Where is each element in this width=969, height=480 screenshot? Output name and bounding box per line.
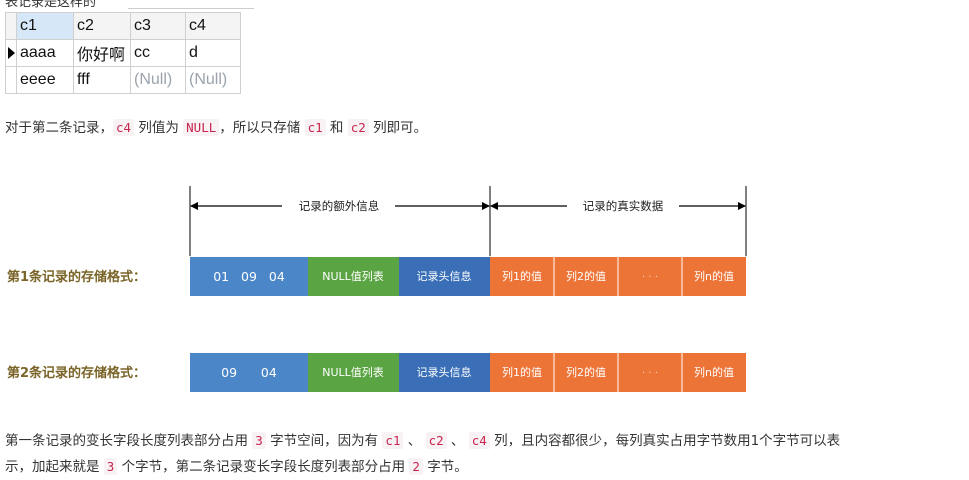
table-cell[interactable]: 你好啊 [73, 39, 131, 67]
cutoff-text: 表记录是这样的 [5, 0, 97, 10]
inline-code: 3 [252, 432, 266, 449]
col-header-c1[interactable]: c1 [16, 12, 74, 40]
text: 列，且内容都很少，每列真实占用字节数用1个字节可以表 [489, 433, 841, 449]
table-cell[interactable]: cc [130, 39, 186, 67]
text: 字节空间，因为有 [265, 433, 383, 449]
real-data-label: 记录的真实数据 [583, 199, 664, 213]
row2-label: 第2条记录的存储格式： [7, 365, 146, 381]
col-value-block [682, 353, 746, 392]
text: 个字节，第二条记录变长字段长度列表部分占用 [117, 459, 410, 475]
col-value-text: 列n的值 [694, 269, 734, 283]
varlen-list-text: 01 09 04 [213, 269, 285, 284]
col-value-block [618, 257, 682, 296]
col-value-block [490, 257, 554, 296]
text: 第一条记录的变长字段长度列表部分占用 [5, 433, 253, 449]
table-cell-null[interactable]: (Null) [185, 66, 241, 94]
record-header-text: 记录头信息 [417, 269, 472, 283]
varlen-list-block [190, 257, 308, 296]
col-value-text: 列2的值 [566, 269, 606, 283]
grid-header-row: c1 c2 c3 c4 [5, 12, 241, 40]
text: 列即可。 [368, 120, 428, 136]
col-value-text: · · · [642, 368, 658, 379]
col-value-block [490, 353, 554, 392]
table-cell[interactable]: fff [73, 66, 131, 94]
inline-code: NULL [183, 119, 220, 136]
col-value-block [682, 257, 746, 296]
inline-code: c1 [304, 119, 326, 136]
text: 列值为 [134, 120, 184, 136]
col-header-c3[interactable]: c3 [130, 12, 186, 40]
extra-info-label: 记录的额外信息 [299, 199, 380, 213]
null-list-block [308, 257, 399, 296]
table-row[interactable]: eeee fff (Null) (Null) [5, 66, 241, 94]
null-list-text: NULL值列表 [322, 269, 384, 283]
paragraph-1: 对于第二条记录，c4 列值为 NULL，所以只存储 c1 和 c2 列即可。 [5, 115, 427, 141]
col-value-text: 列2的值 [566, 365, 606, 379]
col-value-text: 列1的值 [502, 365, 542, 379]
null-list-block [308, 353, 399, 392]
col-value-block [554, 353, 618, 392]
text: 对于第二条记录， [5, 120, 113, 136]
null-list-text: NULL值列表 [322, 365, 384, 379]
col-value-text: 列n的值 [694, 365, 734, 379]
text: 、 [403, 433, 426, 449]
inline-code: c2 [425, 432, 447, 449]
inline-code: c4 [113, 119, 135, 136]
record-header-block [399, 353, 490, 392]
table-cell[interactable]: aaaa [16, 39, 74, 67]
inline-code: c2 [347, 119, 369, 136]
inline-code: 2 [409, 458, 423, 475]
col-value-block [554, 257, 618, 296]
col-value-block [618, 353, 682, 392]
row1-label: 第1条记录的存储格式： [7, 269, 146, 285]
col-value-text: · · · [642, 272, 658, 283]
text: 示，加起来就是 [5, 459, 104, 475]
current-row-arrow-icon [8, 46, 15, 59]
inline-code: c4 [468, 432, 490, 449]
col-value-text: 列1的值 [502, 269, 542, 283]
cutoff-divider [128, 8, 254, 9]
record-header-text: 记录头信息 [417, 365, 472, 379]
col-header-c4[interactable]: c4 [185, 12, 241, 40]
text: 和 [325, 120, 348, 136]
col-header-c2[interactable]: c2 [73, 12, 131, 40]
record-header-block [399, 257, 490, 296]
inline-code: 3 [103, 458, 118, 475]
paragraph-3: 示，加起来就是 3 个字节，第二条记录变长字段长度列表部分占用 2 字节。 [5, 454, 468, 480]
result-grid: c1 c2 c3 c4 aaaa 你好啊 cc d eeee fff (Null… [5, 12, 241, 94]
paragraph-2: 第一条记录的变长字段长度列表部分占用 3 字节空间，因为有 c1 、 c2 、 … [5, 428, 840, 454]
table-cell[interactable]: eeee [16, 66, 74, 94]
text: ，所以只存储 [219, 120, 305, 136]
inline-code: c1 [382, 432, 404, 449]
text: 字节。 [422, 459, 468, 475]
varlen-list-text: 09 04 [221, 365, 277, 380]
varlen-list-block [190, 353, 308, 392]
text: 、 [446, 433, 469, 449]
